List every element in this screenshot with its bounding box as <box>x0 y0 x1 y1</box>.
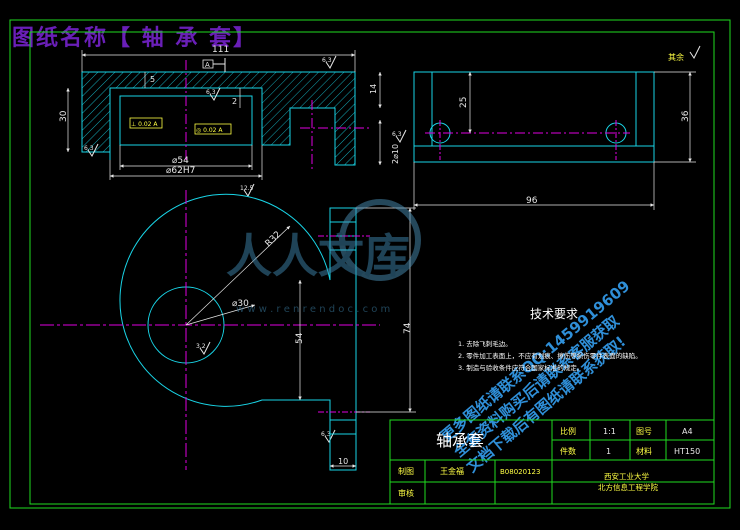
roughness-5: 6.3 <box>392 131 402 138</box>
dim-bore-62: ⌀62H7 <box>166 166 195 176</box>
material-label: 材料 <box>636 446 652 456</box>
roughness-3: 6.3 <box>84 145 94 152</box>
roughness-2: 6.3 <box>206 89 216 96</box>
tech-heading: 技术要求 <box>530 307 578 321</box>
roughness-7: 6.3 <box>321 431 331 438</box>
dim-30: 30 <box>59 110 69 122</box>
roughness-other-label: 其余 <box>668 52 684 62</box>
dim-10: 10 <box>338 457 348 466</box>
front-section-view: ⊥ 0.02 A ◎ 0.02 A A <box>81 58 370 170</box>
side-dimensions <box>413 71 696 210</box>
drawn-id: B08020123 <box>500 468 540 476</box>
school-line-1: 西安工业大学 <box>604 471 649 481</box>
dim-74: 74 <box>403 322 413 334</box>
dim-14: 14 <box>369 84 378 94</box>
top-dimensions <box>185 207 416 468</box>
dim-holes-10: 2⌀10 <box>391 144 400 164</box>
dim-25: 25 <box>459 97 469 108</box>
roughness-marks: 6.3 6.3 6.3 6.3 12.5 6.3 3.2 <box>84 55 407 443</box>
tech-item-1: 1. 去除飞刺毛边。 <box>458 339 512 348</box>
dim-hole-30: ⌀30 <box>232 299 249 309</box>
dim-96: 96 <box>526 196 538 206</box>
drawing-title-banner: 图纸名称【 轴 承 套】 <box>12 25 257 51</box>
dim-111: 111 <box>212 45 229 55</box>
scale-value: 1:1 <box>603 427 616 436</box>
part-name: 轴承套 <box>436 431 484 450</box>
top-view <box>40 190 380 471</box>
drawing-no-label: 图号 <box>636 427 652 436</box>
tech-item-3: 3. 制造与验收条件应符合国家标准的规定。 <box>458 363 583 372</box>
checked-label: 审核 <box>398 488 414 498</box>
title-block-text: 轴承套 比例 1:1 图号 A4 件数 1 材料 HT150 制图 王金福 B0… <box>398 426 700 498</box>
dim-bore-54: ⌀54 <box>172 156 189 166</box>
tolerance-frame-2: ◎ 0.02 A <box>196 127 223 134</box>
dim-54: 54 <box>295 332 305 344</box>
inner-border <box>29 31 715 505</box>
scale-label: 比例 <box>560 426 576 436</box>
tolerance-frame-1: ⊥ 0.02 A <box>131 121 158 128</box>
drawing-no-value: A4 <box>682 427 693 436</box>
drawn-label: 制图 <box>398 466 414 476</box>
drawn-name: 王金福 <box>440 466 464 476</box>
front-dimensions <box>66 50 382 180</box>
material-value: HT150 <box>674 447 700 456</box>
title-block <box>389 419 715 505</box>
roughness-6: 3.2 <box>196 343 206 350</box>
technical-requirements: 技术要求 1. 去除飞刺毛边。 2. 零件加工表面上，不应有划痕、擦伤等损伤零件… <box>458 307 642 372</box>
quantity-value: 1 <box>606 447 611 456</box>
tech-item-2: 2. 零件加工表面上，不应有划痕、擦伤等损伤零件表面的缺陷。 <box>458 351 642 360</box>
datum-label: A <box>205 61 210 69</box>
school-line-2: 北方信息工程学院 <box>598 482 658 492</box>
watermark-url: w w w . r e n r e n d o c . c o m <box>236 304 390 315</box>
side-view <box>413 71 655 163</box>
watermark-logo: 人人文库 <box>226 229 410 283</box>
watermark: 人人文库 w w w . r e n r e n d o c . c o m <box>226 199 421 315</box>
dim-36: 36 <box>681 110 691 122</box>
quantity-label: 件数 <box>560 446 576 456</box>
roughness-4: 12.5 <box>240 185 254 192</box>
outer-border <box>9 19 731 509</box>
roughness-1: 6.3 <box>322 57 332 64</box>
dim-5: 5 <box>150 75 155 84</box>
dim-2: 2 <box>232 97 237 106</box>
